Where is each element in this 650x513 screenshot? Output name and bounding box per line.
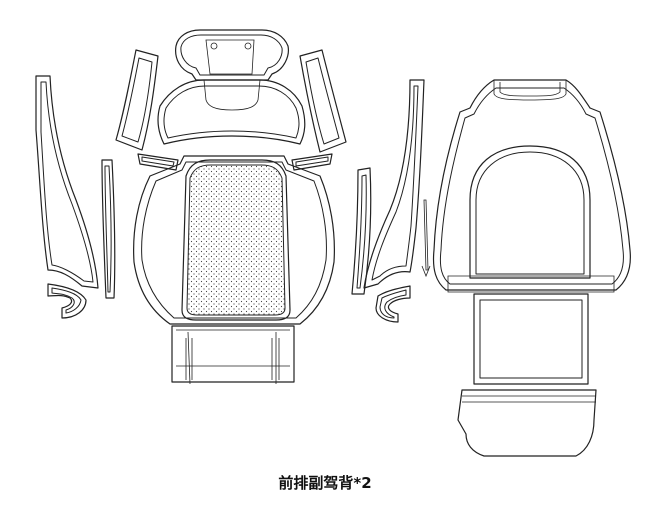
left-hook-piece <box>47 283 87 319</box>
diagram-caption: 前排副驾背*2 <box>278 474 372 492</box>
rear-lower-square-panel <box>473 293 589 385</box>
rear-arched-panel <box>469 145 591 279</box>
bottom-skirt-piece <box>171 325 295 385</box>
right-thin-strip <box>421 199 431 278</box>
left-narrow-strip <box>101 159 116 299</box>
left-tab-piece <box>137 153 179 171</box>
upper-left-wing-piece <box>115 49 159 151</box>
right-side-bolster-piece <box>363 79 425 289</box>
right-hook-piece <box>375 285 411 323</box>
headrest-top-piece <box>175 29 289 81</box>
main-seat-back-body <box>133 155 335 325</box>
right-tab-piece <box>291 153 333 171</box>
perforated-center-insert <box>181 159 291 321</box>
left-side-bolster-piece <box>35 75 99 289</box>
upper-back-panel <box>157 79 306 145</box>
upper-right-wing-piece <box>299 49 347 153</box>
rear-bottom-flap <box>457 389 597 457</box>
right-narrow-strip <box>351 167 372 295</box>
rear-back-cover <box>432 79 631 293</box>
